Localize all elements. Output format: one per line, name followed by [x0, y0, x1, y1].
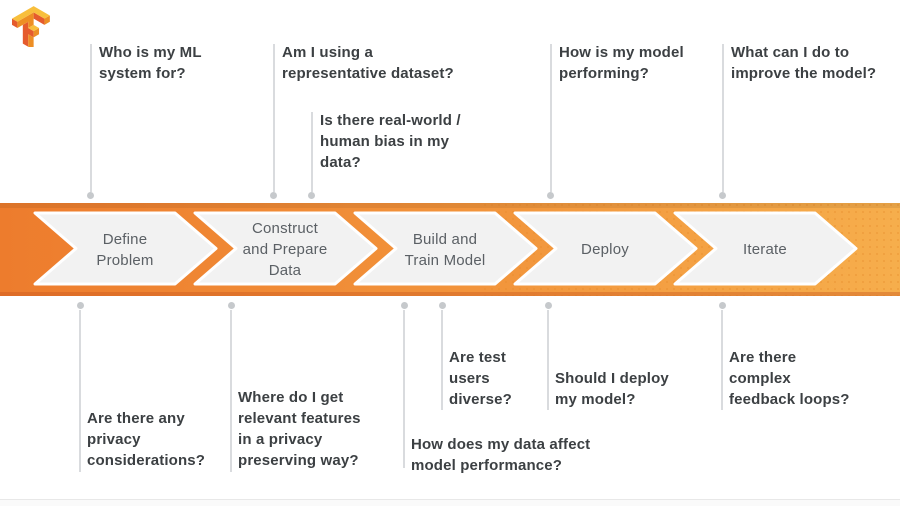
chevron-iterate	[673, 211, 858, 286]
question-top-4: How is my model performing?	[559, 44, 684, 82]
question-bottom-3: How does my data affect model performanc…	[411, 436, 591, 474]
connector-dot	[270, 192, 277, 199]
tensorflow-logo-icon	[12, 6, 50, 47]
connector-line	[90, 44, 92, 192]
question-top-1: Who is my ML system for?	[99, 44, 202, 82]
connector-line	[403, 310, 405, 468]
connector-dot	[547, 192, 554, 199]
chevron-build-and-train-model	[353, 211, 538, 286]
connector-line	[230, 310, 232, 472]
process-band	[0, 203, 900, 296]
question-bottom-5: Should I deploy my model?	[555, 370, 669, 408]
question-bottom-6: Are there complex feedback loops?	[729, 349, 850, 408]
chevron-label-deploy: Deploy	[581, 241, 629, 258]
connector-dot	[438, 302, 446, 309]
connector-dot	[544, 302, 552, 309]
chevron-label-build-and-train-model: Build and Train Model	[404, 230, 486, 269]
connector-line	[441, 310, 443, 410]
connector-dot	[227, 302, 235, 309]
connector-line	[273, 44, 275, 192]
connector-line	[311, 112, 313, 192]
question-top-5: What can I do to improve the model?	[731, 44, 877, 82]
question-bottom-2: Where do I get relevant features in a pr…	[238, 389, 361, 469]
connector-line	[721, 310, 723, 410]
band-top-shade	[0, 203, 900, 208]
chevron-construct-and-prepare-data	[193, 211, 378, 286]
chevron-define-problem	[33, 211, 218, 286]
question-bottom-1: Are there any privacy considerations?	[87, 410, 206, 469]
chevron-label-construct-and-prepare-data: Construct and Prepare Data	[242, 220, 328, 279]
connector-dot	[87, 192, 94, 199]
band-bottom-shade	[0, 292, 900, 296]
question-top-3: Is there real-world / human bias in my d…	[320, 112, 461, 171]
question-top-2: Am I using a representative dataset?	[282, 44, 454, 82]
bottom-divider	[0, 499, 900, 500]
bottom-strip	[0, 500, 900, 506]
connector-dot	[718, 302, 726, 309]
connector-line	[547, 310, 549, 410]
chevron-label-define-problem: Define Problem	[96, 230, 154, 269]
connector-dot	[76, 302, 84, 309]
connector-dot	[719, 192, 726, 199]
question-bottom-4: Are test users diverse?	[449, 349, 512, 408]
connector-line	[550, 44, 552, 192]
connector-dot	[308, 192, 315, 199]
connector-line	[79, 310, 81, 472]
connector-line	[722, 44, 724, 192]
connector-dot	[400, 302, 408, 309]
chevron-label-iterate: Iterate	[743, 241, 787, 258]
chevron-deploy	[513, 211, 698, 286]
